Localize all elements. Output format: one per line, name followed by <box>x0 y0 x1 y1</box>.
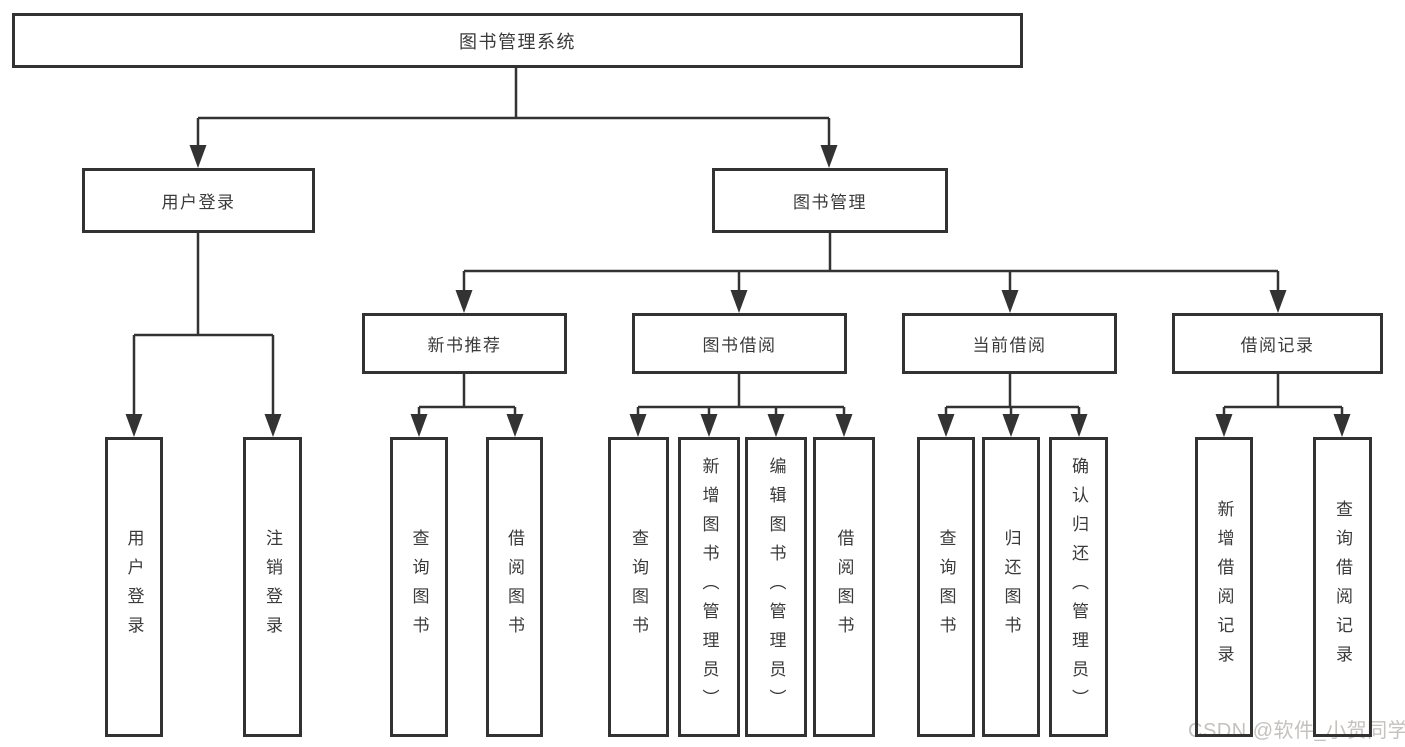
leaf-newrec-borrow-books: 借阅图书 <box>486 437 543 737</box>
edge-current-borrowing-branch <box>944 374 1081 416</box>
arrowhead <box>730 290 748 313</box>
leaf-logout-label: 注销登录 <box>263 529 282 645</box>
arrowhead <box>767 414 785 437</box>
arrowhead <box>1215 414 1233 437</box>
node-book-borrowing: 图书借阅 <box>632 313 847 374</box>
arrowhead <box>1333 414 1351 437</box>
leaf-newrec-query-books: 查询图书 <box>390 437 448 737</box>
leaf-current-query-books-label: 查询图书 <box>936 529 956 645</box>
node-book-management-label: 图书管理 <box>793 193 867 212</box>
arrowhead <box>937 414 955 437</box>
leaf-borrow-edit-books-admin-label: 编辑图书（管理员） <box>766 456 786 718</box>
node-user-login: 用户登录 <box>82 168 315 233</box>
edge-root-branch <box>196 68 831 150</box>
leaf-current-confirm-return-admin-label: 确认归还（管理员） <box>1069 456 1088 718</box>
arrowhead <box>455 290 473 313</box>
node-new-book-recommend: 新书推荐 <box>362 313 567 374</box>
arrowhead <box>820 145 838 168</box>
leaf-borrow-add-books-admin: 新增图书（管理员） <box>678 437 740 737</box>
leaf-current-query-books: 查询图书 <box>917 437 975 737</box>
node-book-management: 图书管理 <box>712 168 948 233</box>
edge-arrowheads <box>125 145 1351 437</box>
leaf-borrow-edit-books-admin: 编辑图书（管理员） <box>745 437 807 737</box>
leaf-user-login-label: 用户登录 <box>124 529 144 645</box>
edge-borrowing-records-branch <box>1222 374 1344 416</box>
arrowhead <box>1269 290 1287 313</box>
leaf-newrec-query-books-label: 查询图书 <box>409 529 429 645</box>
leaf-records-query-record-label: 查询借阅记录 <box>1333 500 1352 674</box>
arrowhead <box>264 414 282 437</box>
node-new-book-recommend-label: 新书推荐 <box>427 336 502 355</box>
arrowhead <box>835 414 853 437</box>
watermark-text: CSDN @软件_小贺同学 <box>1188 720 1405 742</box>
node-root-label: 图书管理系统 <box>459 31 576 52</box>
leaf-records-add-record: 新增借阅记录 <box>1195 437 1253 737</box>
arrowhead <box>189 145 207 168</box>
leaf-borrow-add-books-admin-label: 新增图书（管理员） <box>699 456 719 718</box>
node-book-borrowing-label: 图书借阅 <box>702 336 777 355</box>
arrowhead <box>629 414 647 437</box>
leaf-newrec-borrow-books-label: 借阅图书 <box>505 529 524 645</box>
leaf-current-return-books-label: 归还图书 <box>1001 529 1021 645</box>
leaf-current-confirm-return-admin: 确认归还（管理员） <box>1049 437 1108 737</box>
node-current-borrowing: 当前借阅 <box>902 313 1117 374</box>
arrowhead <box>1002 414 1020 437</box>
edge-new-book-recommend-branch <box>417 374 517 416</box>
edge-book-borrowing-branch <box>636 374 846 416</box>
leaf-records-add-record-label: 新增借阅记录 <box>1214 500 1234 674</box>
node-borrowing-records-label: 借阅记录 <box>1240 336 1315 355</box>
leaf-user-login: 用户登录 <box>105 437 163 737</box>
arrowhead <box>1070 414 1088 437</box>
edge-user-login-branch <box>132 233 275 418</box>
edge-book-management-branch <box>462 233 1280 292</box>
node-current-borrowing-label: 当前借阅 <box>972 336 1047 355</box>
leaf-borrow-query-books-label: 查询图书 <box>629 529 648 645</box>
node-borrowing-records: 借阅记录 <box>1172 313 1383 374</box>
leaf-current-return-books: 归还图书 <box>982 437 1040 737</box>
node-root: 图书管理系统 <box>12 13 1023 68</box>
leaf-logout: 注销登录 <box>243 437 302 737</box>
arrowhead <box>125 414 143 437</box>
arrowhead <box>506 414 524 437</box>
arrowhead <box>700 414 718 437</box>
leaf-records-query-record: 查询借阅记录 <box>1313 437 1372 737</box>
arrowhead <box>410 414 428 437</box>
edge-lines <box>132 68 1344 418</box>
leaf-borrow-borrow-books: 借阅图书 <box>813 437 875 737</box>
arrowhead <box>1001 290 1019 313</box>
leaf-borrow-query-books: 查询图书 <box>608 437 669 737</box>
node-user-login-label: 用户登录 <box>161 193 236 212</box>
leaf-borrow-borrow-books-label: 借阅图书 <box>834 529 854 645</box>
